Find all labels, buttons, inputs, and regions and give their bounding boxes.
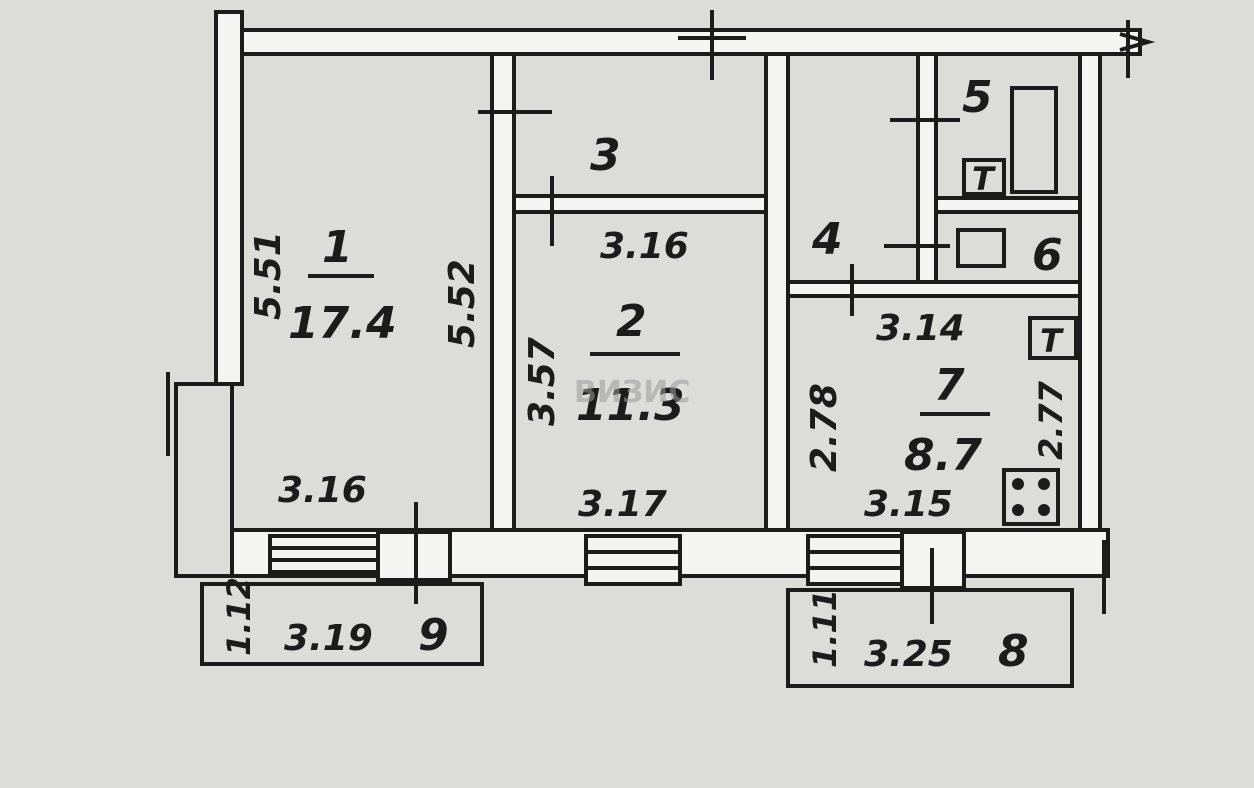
- balcony-9: [200, 582, 484, 666]
- room-1-area: 17.4: [288, 298, 397, 349]
- window-2: [584, 534, 682, 586]
- room-4-number: 4: [811, 214, 843, 265]
- toilet: [962, 158, 1006, 196]
- room-2-number: 2: [616, 296, 647, 347]
- room-5-number: 5: [962, 72, 993, 123]
- room-1-dim-right: 5.52: [442, 259, 483, 348]
- partition-5-6: [934, 196, 1082, 214]
- room-9-dim-width: 3.19: [284, 618, 373, 659]
- room-8-dim-width: 3.25: [864, 634, 953, 675]
- window-3: [806, 534, 904, 586]
- room-1-number: 1: [322, 222, 353, 273]
- room-7-number: 7: [934, 360, 965, 411]
- left-wall-lower: [174, 382, 232, 578]
- arrow-right: [1119, 32, 1156, 52]
- partition-2-4: [764, 52, 790, 532]
- room-9-number: 9: [418, 610, 449, 661]
- room-7-dim-left: 2.78: [804, 383, 845, 472]
- room-8-dim-depth: 1.11: [806, 589, 844, 668]
- partition-4-7: [786, 280, 1082, 298]
- stove: [1002, 468, 1060, 526]
- sink: [956, 228, 1006, 268]
- room-7-dim-top: 3.14: [876, 308, 965, 349]
- room-8-number: 8: [998, 626, 1029, 677]
- room-2-dim-bottom: 3.17: [578, 484, 667, 525]
- room-2-area: 11.3: [576, 380, 685, 431]
- right-wall: [1078, 52, 1102, 532]
- left-wall-upper: [214, 10, 244, 386]
- watermark: ВИЗИС: [574, 375, 690, 410]
- partition-1-2: [490, 52, 516, 532]
- room-2-dim-top: 3.16: [600, 226, 689, 267]
- window-1: [268, 534, 380, 574]
- room-2-dim-left: 3.57: [522, 337, 563, 426]
- room-1-dim-bottom: 3.16: [278, 470, 367, 511]
- room-1-dim-left: 5.51: [248, 231, 289, 320]
- bathtub: [1010, 86, 1058, 194]
- room-7-area: 8.7: [904, 430, 982, 481]
- room-3-number: 3: [590, 130, 621, 181]
- room-7-dim-bottom: 3.15: [864, 484, 953, 525]
- room-6-number: 6: [1032, 230, 1063, 281]
- partition-3-2: [512, 194, 768, 214]
- kitchen-sink: [1028, 316, 1078, 360]
- room-9-dim-depth: 1.12: [220, 577, 258, 656]
- fixture-mark-kitchen: T: [1040, 322, 1064, 360]
- fixture-mark-toilet: T: [972, 160, 996, 198]
- walls: [166, 10, 1156, 688]
- room-7-dim-right: 2.77: [1032, 380, 1070, 460]
- partition-4-5: [916, 52, 938, 284]
- top-wall: [238, 28, 1142, 56]
